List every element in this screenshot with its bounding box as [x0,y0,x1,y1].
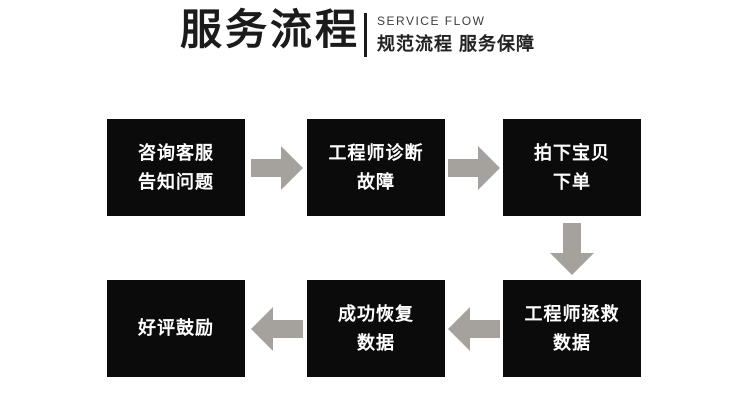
step-text-line: 工程师拯救 [524,303,620,324]
flow-step-data-recovered: 成功恢复 数据 [307,280,445,377]
flow-step-engineer-diagnose: 工程师诊断 故障 [307,119,445,216]
step-text-line: 告知问题 [138,171,214,192]
flow-step-consult-service: 咨询客服 告知问题 [107,119,245,216]
arrow-left-icon [251,307,303,351]
step-text-line: 下单 [553,171,591,192]
arrow-right-icon [251,146,303,190]
header-subtitles: SERVICE FLOW 规范流程 服务保障 [377,13,535,56]
arrow-down-icon [550,223,594,275]
flow-step-place-order: 拍下宝贝 下单 [503,119,641,216]
step-text-line: 咨询客服 [138,142,214,163]
arrow-left-icon [448,307,500,351]
subtitle-english: SERVICE FLOW [377,14,486,28]
step-text-line: 故障 [357,171,395,192]
subtitle-chinese: 规范流程 服务保障 [377,34,536,54]
step-text-line: 工程师诊断 [328,142,424,163]
header-divider [364,13,367,57]
step-text-line: 数据 [357,332,395,353]
step-text-line: 拍下宝贝 [534,142,610,163]
step-text-line: 数据 [553,332,591,353]
step-text-line: 成功恢复 [338,303,414,324]
flow-step-engineer-rescue: 工程师拯救 数据 [503,280,641,377]
page-title: 服务流程 [180,6,361,53]
flow-step-positive-review: 好评鼓励 [107,280,245,377]
step-text-line: 好评鼓励 [138,318,214,338]
arrow-right-icon [448,146,500,190]
